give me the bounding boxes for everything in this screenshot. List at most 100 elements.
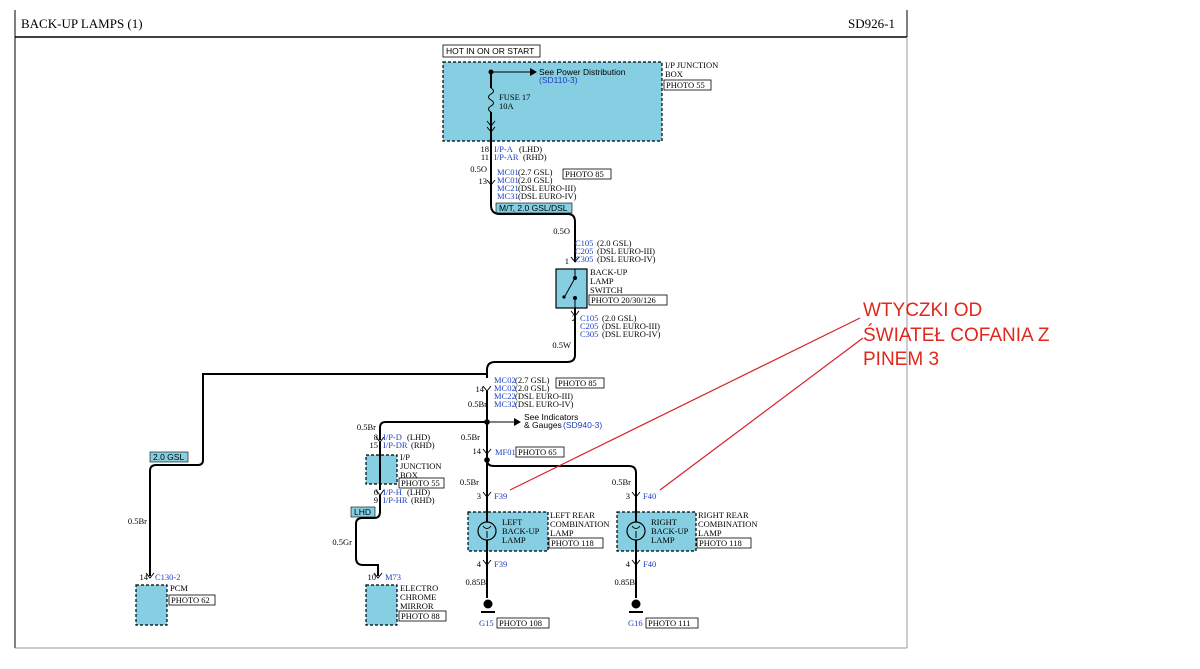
switch-pivot <box>573 276 577 280</box>
conn-ip-d: I/P-D <box>383 432 402 442</box>
left-photo: PHOTO 118 <box>551 538 594 548</box>
pin-18: 18 <box>481 144 490 154</box>
mirror-photo: PHOTO 88 <box>401 611 440 621</box>
ip-junction-name1: I/P JUNCTION <box>665 60 718 70</box>
wire-to-mc-mid <box>486 354 576 378</box>
wire-to-pcm <box>149 459 204 576</box>
switch-top-note-0: (2.0 GSL) <box>597 238 632 248</box>
connector-icon <box>482 491 492 498</box>
conn-ip-d-note: (LHD) <box>407 432 430 442</box>
mirror-body <box>365 584 398 626</box>
right-name3: LAMP <box>698 528 722 538</box>
left-ground: G15 <box>479 618 494 628</box>
right-inner2: BACK-UP <box>651 526 689 536</box>
mirror-name1: ELECTRO <box>400 583 438 593</box>
connector-icon <box>486 179 496 186</box>
left-ground-photo: PHOTO 108 <box>499 618 542 628</box>
switch-top-pin: 1 <box>565 256 569 266</box>
wire-to-right-lamp <box>486 459 637 512</box>
left-lamp-body <box>467 511 549 552</box>
switch-name1: BACK-UP <box>590 267 628 277</box>
fuse-name: FUSE 17 <box>499 92 530 102</box>
pcm-photo-box <box>168 594 216 606</box>
wire-size-05o-top: 0.5O <box>470 164 487 174</box>
ip-small-name3: BOX <box>400 470 418 480</box>
fuse-rating: 10A <box>499 101 515 111</box>
mc-top-code-3: MC31 <box>497 191 519 201</box>
left-ground-photo-box <box>496 617 550 629</box>
mc-mid-pin: 14 <box>476 384 485 394</box>
ip-h-pin6: 6 <box>374 487 378 497</box>
annotation-arrow-left <box>509 317 861 491</box>
conn-ip-h-note: (LHD) <box>407 487 430 497</box>
switch-bottom-note-2: (DSL EURO-IV) <box>602 329 661 339</box>
mc-top-note-3: (DSL EURO-IV) <box>518 191 577 201</box>
right-wire-bot: 0.85B <box>614 577 635 587</box>
left-wire-top: 0.5Br <box>460 477 479 487</box>
mc-mid-note-1: (2.0 GSL) <box>515 383 550 393</box>
wire-size-05br-left: 0.5Br <box>357 422 376 432</box>
mc-top-codes: MC01 (2.7 GSL) MC01 (2.0 GSL) MC21 (DSL … <box>497 167 612 201</box>
switch-top-code-0: C105 <box>575 238 593 248</box>
conn-ip-ar-note: (RHD) <box>523 152 547 162</box>
right-wire-top: 0.5Br <box>612 477 631 487</box>
right-pin-top: 3 <box>626 491 630 501</box>
ip-h-pin9: 9 <box>374 495 378 505</box>
wire-size-05br-b: 0.5Br <box>461 432 480 442</box>
switch-top-code-1: C205 <box>575 246 593 256</box>
page-code: SD926-1 <box>848 16 895 31</box>
mc-top-code-2: MC21 <box>497 183 519 193</box>
m73-code: M73 <box>385 572 401 582</box>
mc-mid-photo-box <box>555 377 605 389</box>
switch-photo: PHOTO 20/30/126 <box>591 295 656 305</box>
see-power-distribution: See Power Distribution <box>539 67 626 77</box>
hot-label: HOT IN ON OR START <box>446 46 534 56</box>
mc-top-photo: PHOTO 85 <box>565 169 604 179</box>
right-ground: G16 <box>628 618 643 628</box>
switch-terminal <box>573 296 577 300</box>
backup-lamp-switch-body <box>555 268 588 309</box>
ip-small-name1: I/P <box>400 452 410 462</box>
wire-to-ip-d <box>379 421 487 440</box>
m73-pin: 10 <box>368 572 377 582</box>
switch-bottom-code-0: C105 <box>580 313 598 323</box>
left-conn-bot: F39 <box>494 559 507 569</box>
mc-mid-code-3: MC32 <box>494 399 516 409</box>
switch-photo-box <box>588 294 668 306</box>
mc-top-code-0: MC01 <box>497 167 519 177</box>
backup-lamp-switch: BACK-UP LAMP SWITCH PHOTO 20/30/126 <box>555 267 668 309</box>
lhd-tag-box <box>350 506 376 518</box>
lhd-label: LHD <box>354 507 371 517</box>
page-title: BACK-UP LAMPS (1) <box>21 16 143 31</box>
annotation-line1: WTYCZKI OD <box>863 300 982 321</box>
ip-d-pin8: 8 <box>374 432 378 442</box>
switch-bottom-note-1: (DSL EURO-III) <box>602 321 660 331</box>
left-conn-top: F39 <box>494 491 507 501</box>
pcm-code: C130-2 <box>155 572 181 582</box>
mc-mid-code-2: MC22 <box>494 391 516 401</box>
connector-icon <box>570 256 580 263</box>
right-inner3: LAMP <box>651 535 675 545</box>
right-name2: COMBINATION <box>698 519 758 529</box>
ip-junction-name2: BOX <box>665 69 683 79</box>
wire-size-05gr: 0.5Gr <box>332 537 352 547</box>
ip-small-name2: JUNCTION <box>400 461 442 471</box>
hot-label-box <box>442 44 541 58</box>
ip-junction-small-body <box>365 454 398 485</box>
conn-ip-dr: I/P-DR <box>383 440 408 450</box>
mf01-code: MF01 <box>495 447 516 457</box>
right-ground-photo-box <box>645 617 699 629</box>
right-pin-bot: 4 <box>626 559 631 569</box>
mc-top-pin: 13 <box>479 176 488 186</box>
ip-junction-box-body <box>442 61 663 142</box>
left-name3: LAMP <box>550 528 574 538</box>
right-lamp-body <box>616 511 697 552</box>
ip-junction-photo: PHOTO 55 <box>666 80 705 90</box>
mc-mid-code-0: MC02 <box>494 375 516 385</box>
connector-icon <box>631 491 641 498</box>
right-conn-top: F40 <box>643 491 656 501</box>
see-gauges: & Gauges <box>524 420 562 430</box>
switch-bottom-pin: 2 <box>572 313 576 323</box>
conn-ip-ar: I/P-AR <box>494 152 519 162</box>
